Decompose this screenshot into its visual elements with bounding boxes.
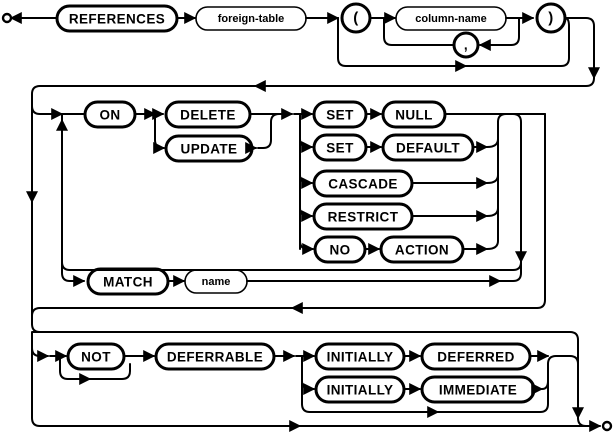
terminal-update-label: UPDATE xyxy=(181,142,238,157)
nonterminal-column-name-label: column-name xyxy=(415,13,487,25)
rail-to-match xyxy=(61,113,86,287)
terminal-not-label: NOT xyxy=(81,350,111,365)
terminal-right-paren-label: ) xyxy=(548,10,553,27)
terminal-default-label: DEFAULT xyxy=(396,141,460,156)
terminal-set-null-label: SET xyxy=(326,108,354,123)
terminal-on-label: ON xyxy=(99,108,120,123)
terminal-not: NOT xyxy=(66,342,126,371)
nonterminal-foreign-table: foreign-table xyxy=(195,6,307,31)
terminal-references: REFERENCES xyxy=(55,4,179,33)
terminal-set-default: SET xyxy=(312,133,368,162)
terminal-deferrable-label: DEFERRABLE xyxy=(167,350,263,365)
not-optional-branch xyxy=(49,350,131,385)
initially-branch-hub xyxy=(295,350,549,418)
terminal-initially-immediate: INITIALLY xyxy=(314,375,406,404)
terminal-match-label: MATCH xyxy=(103,275,153,290)
nonterminal-column-name: column-name xyxy=(395,6,507,31)
delete-update-merge xyxy=(245,108,294,154)
terminal-set-null: SET xyxy=(312,100,368,129)
terminal-deferred: DEFERRED xyxy=(420,342,532,371)
terminal-match: MATCH xyxy=(86,267,170,296)
row1-to-row2-rail xyxy=(31,17,600,107)
nonterminal-foreign-table-label: foreign-table xyxy=(218,13,285,25)
end-marker xyxy=(584,420,613,432)
terminal-default: DEFAULT xyxy=(381,133,475,162)
row2-repeat-loop xyxy=(56,118,259,271)
row3-entry-rail xyxy=(30,323,579,399)
terminal-action: ACTION xyxy=(379,235,465,264)
action-branch-hub xyxy=(293,108,315,255)
row3-merge-rail xyxy=(547,355,598,427)
terminal-null-label: NULL xyxy=(395,108,433,123)
terminal-right-paren: ) xyxy=(535,2,567,34)
row2-entry-rail xyxy=(31,105,64,120)
nonterminal-name-label: name xyxy=(202,276,231,288)
terminal-restrict-label: RESTRICT xyxy=(328,210,399,225)
terminal-on: ON xyxy=(83,100,137,129)
terminal-initially-deferred-label: INITIALLY xyxy=(327,350,394,365)
terminal-delete-label: DELETE xyxy=(180,108,236,123)
start-marker xyxy=(1,12,58,24)
terminal-cascade-label: CASCADE xyxy=(328,177,398,192)
terminal-no-label: NO xyxy=(329,243,350,258)
terminal-immediate: IMMEDIATE xyxy=(420,375,536,404)
terminal-deferrable: DEFERRABLE xyxy=(154,342,276,371)
terminal-references-label: REFERENCES xyxy=(69,12,165,27)
terminal-restrict: RESTRICT xyxy=(312,202,414,231)
terminal-initially-deferred: INITIALLY xyxy=(314,342,406,371)
terminal-delete: DELETE xyxy=(164,100,252,129)
terminal-no: NO xyxy=(313,235,367,264)
terminal-set-default-label: SET xyxy=(326,141,354,156)
terminal-immediate-label: IMMEDIATE xyxy=(439,383,517,398)
nonterminal-name: name xyxy=(184,269,248,294)
terminal-null: NULL xyxy=(381,100,447,129)
delete-update-branch xyxy=(152,108,166,154)
terminal-deferred-label: DEFERRED xyxy=(437,350,514,365)
row3-skip-rail xyxy=(31,351,598,432)
terminal-initially-immediate-label: INITIALLY xyxy=(327,383,394,398)
terminal-cascade: CASCADE xyxy=(312,169,414,198)
terminal-action-label: ACTION xyxy=(395,243,449,258)
terminal-comma-label: , xyxy=(464,38,468,53)
terminal-left-paren-label: ( xyxy=(353,10,358,27)
comma-repeat-loop: , xyxy=(383,17,520,59)
terminal-left-paren: ( xyxy=(340,2,372,34)
terminal-update: UPDATE xyxy=(164,134,254,163)
